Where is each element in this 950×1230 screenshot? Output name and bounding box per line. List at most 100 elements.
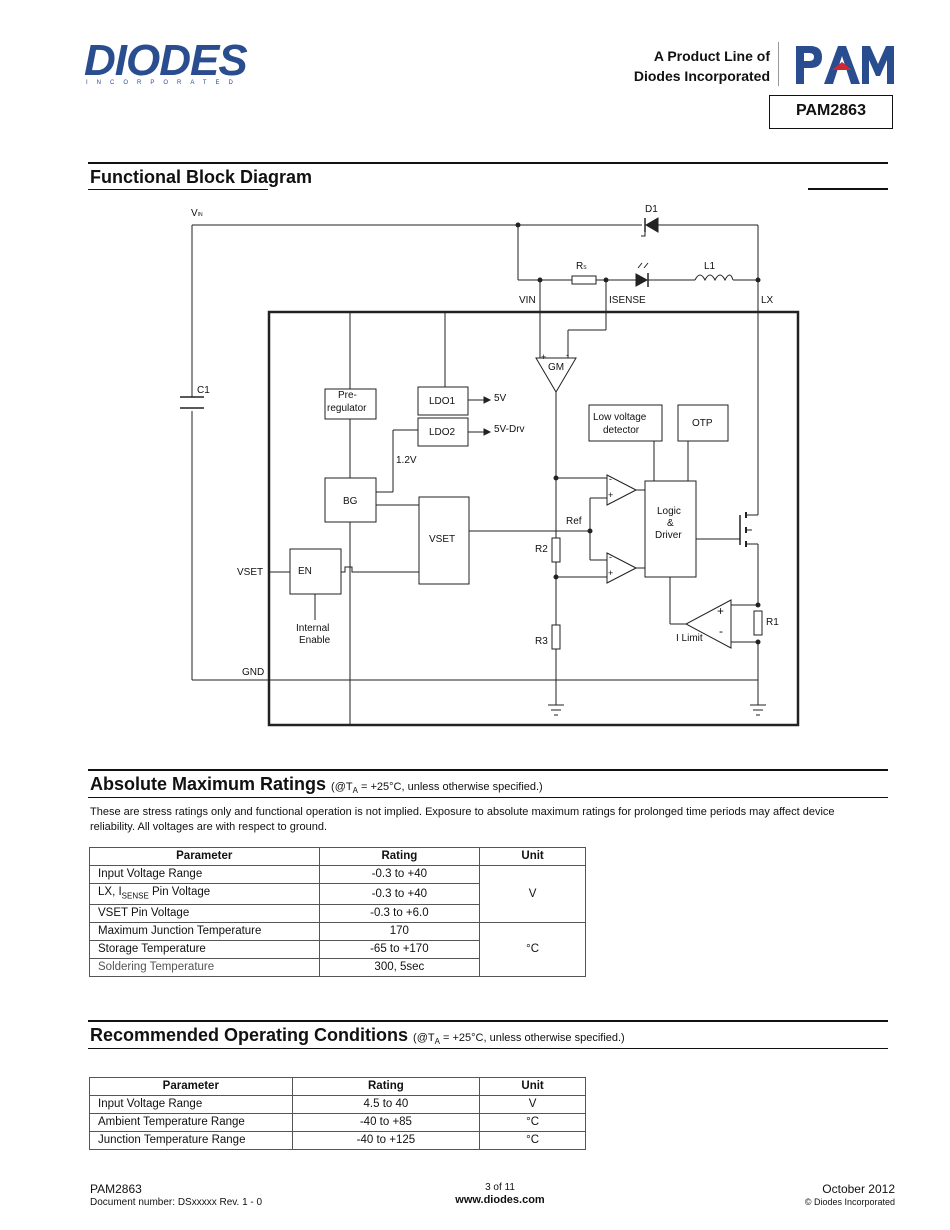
cell-param: Ambient Temperature Range [89, 1113, 293, 1132]
cell-unit-c: °C [479, 922, 586, 978]
label-5vdrv: 5V-Drv [494, 424, 525, 435]
rec-op-rule-top [88, 1020, 888, 1022]
cell-param-sub: SENSE [121, 891, 149, 901]
cell-unit: °C [479, 1113, 586, 1132]
label-int1: Internal [296, 623, 330, 634]
cell-rating: -0.3 to +40 [318, 882, 481, 906]
table-row: LX, ISENSE Pin Voltage -0.3 to +40 [89, 882, 586, 906]
abs-max-note-post: = +25°C, unless otherwise specified.) [357, 781, 543, 793]
diodes-logo-subtext: INCORPORATED [86, 80, 242, 86]
label-ref: Ref [566, 516, 582, 527]
rec-op-note: (@TA = +25°C, unless otherwise specified… [413, 1032, 625, 1046]
abs-max-table: Parameter Rating Unit Input Voltage Rang… [89, 847, 586, 978]
label-vin-top-sub: IN [197, 212, 203, 218]
label-gnd: GND [242, 667, 265, 678]
label-ilimit-plus: + [717, 604, 725, 618]
product-line-text: A Product Line of Diodes Incorporated [560, 46, 770, 86]
rec-op-title: Recommended Operating Conditions [90, 1025, 409, 1045]
pam-logo [796, 46, 894, 84]
footer-page: 3 of 11 [485, 1182, 515, 1193]
label-rs: RS [576, 261, 587, 272]
label-r1: R1 [766, 617, 779, 628]
label-gm-minus: - [566, 350, 569, 360]
label-gm-plus: + [541, 352, 547, 362]
label-pin-isense: ISENSE [609, 295, 646, 306]
r1-resistor [753, 610, 763, 636]
label-logic2: & [667, 518, 674, 529]
section-rule-bottom [88, 189, 268, 190]
cell-param-post: Pin Voltage [148, 886, 211, 898]
vset-block [418, 496, 470, 585]
rec-op-note-post: = +25°C, unless otherwise specified.) [439, 1032, 625, 1044]
rec-op-note-pre: (@T [413, 1032, 435, 1044]
label-d1: D1 [645, 204, 658, 215]
product-line-1: A Product Line of [653, 48, 770, 64]
abs-max-title: Absolute Maximum Ratings [90, 774, 327, 794]
abs-max-note: (@TA = +25°C, unless otherwise specified… [331, 781, 543, 795]
footer-part: PAM2863 [90, 1182, 142, 1196]
header-rating: Rating [291, 1077, 481, 1096]
table-row: Ambient Temperature Range -40 to +85 °C [89, 1113, 586, 1132]
abs-max-title-line: Absolute Maximum Ratings (@TA = +25°C, u… [90, 774, 543, 795]
diodes-logo: DIODES [84, 36, 248, 85]
label-ldo2: LDO2 [429, 427, 456, 438]
label-vin-top: VIN [191, 208, 203, 219]
section-rule-top [88, 162, 888, 164]
section-rule-bottom-right [808, 188, 888, 190]
table-row: Input Voltage Range 4.5 to 40 V [89, 1095, 586, 1114]
table-row: Soldering Temperature 300, 5sec [89, 958, 586, 978]
footer-copyright: © Diodes Incorporated [804, 1197, 895, 1207]
footer-date: October 2012 [822, 1182, 895, 1196]
rec-op-title-line: Recommended Operating Conditions (@TA = … [90, 1025, 625, 1046]
d1-diode [645, 217, 659, 233]
label-en: EN [298, 566, 312, 577]
ldo1-block [417, 386, 469, 416]
label-r2: R2 [535, 544, 548, 555]
cell-rating: -0.3 to +40 [318, 865, 481, 884]
label-int2: Enable [299, 635, 331, 646]
label-cmp-top-plus: + [608, 490, 614, 500]
table-row: Maximum Junction Temperature 170 °C [89, 922, 586, 978]
product-line-2: Diodes Incorporated [633, 68, 770, 84]
cell-param: Soldering Temperature [89, 958, 320, 978]
abs-max-rule-bottom [88, 797, 888, 798]
label-cmp-bot-minus: - [609, 552, 612, 562]
comparator-top [606, 474, 638, 506]
table-row: Storage Temperature -65 to +170 [89, 940, 586, 960]
cell-param: Input Voltage Range [89, 865, 320, 884]
label-pin-lx: LX [761, 295, 774, 306]
label-otp: OTP [692, 418, 713, 429]
header-rating: Rating [318, 847, 481, 866]
label-c1: C1 [197, 385, 210, 396]
cell-param-pre: LX, I [98, 886, 122, 898]
label-pin-vin: VIN [519, 295, 536, 306]
abs-max-note-pre: (@T [331, 781, 353, 793]
label-cmp-bot-plus: + [608, 568, 614, 578]
label-vset-block: VSET [429, 534, 456, 545]
cell-rating: 170 [318, 922, 481, 942]
chip-outline [267, 310, 800, 727]
label-vset-pin: VSET [237, 567, 264, 578]
label-rs-text: R [576, 261, 584, 272]
header-unit: Unit [479, 847, 586, 866]
otp-block [677, 404, 729, 442]
label-vin-top-text: V [191, 208, 198, 219]
label-logic1: Logic [657, 506, 681, 517]
label-low1: Low voltage [593, 412, 647, 423]
cell-param: Input Voltage Range [89, 1095, 293, 1114]
label-ilimit: I Limit [676, 633, 703, 644]
cell-unit: °C [479, 1131, 586, 1150]
label-pre1: Pre- [338, 390, 357, 401]
comparator-bottom [606, 552, 638, 584]
footer-doc-number: Document number: DSxxxxx Rev. 1 - 0 [90, 1197, 263, 1208]
header-parameter: Parameter [89, 847, 320, 866]
cell-rating: 4.5 to 40 [291, 1095, 481, 1114]
label-ldo1: LDO1 [429, 396, 456, 407]
block-diagram-title: Functional Block Diagram [90, 167, 313, 187]
label-r3: R3 [535, 636, 548, 647]
label-bg: BG [343, 496, 358, 507]
footer-website: www.diodes.com [455, 1194, 545, 1206]
header-divider [778, 42, 779, 86]
label-1p2v: 1.2V [396, 455, 417, 466]
ilimit-amplifier [684, 599, 732, 649]
